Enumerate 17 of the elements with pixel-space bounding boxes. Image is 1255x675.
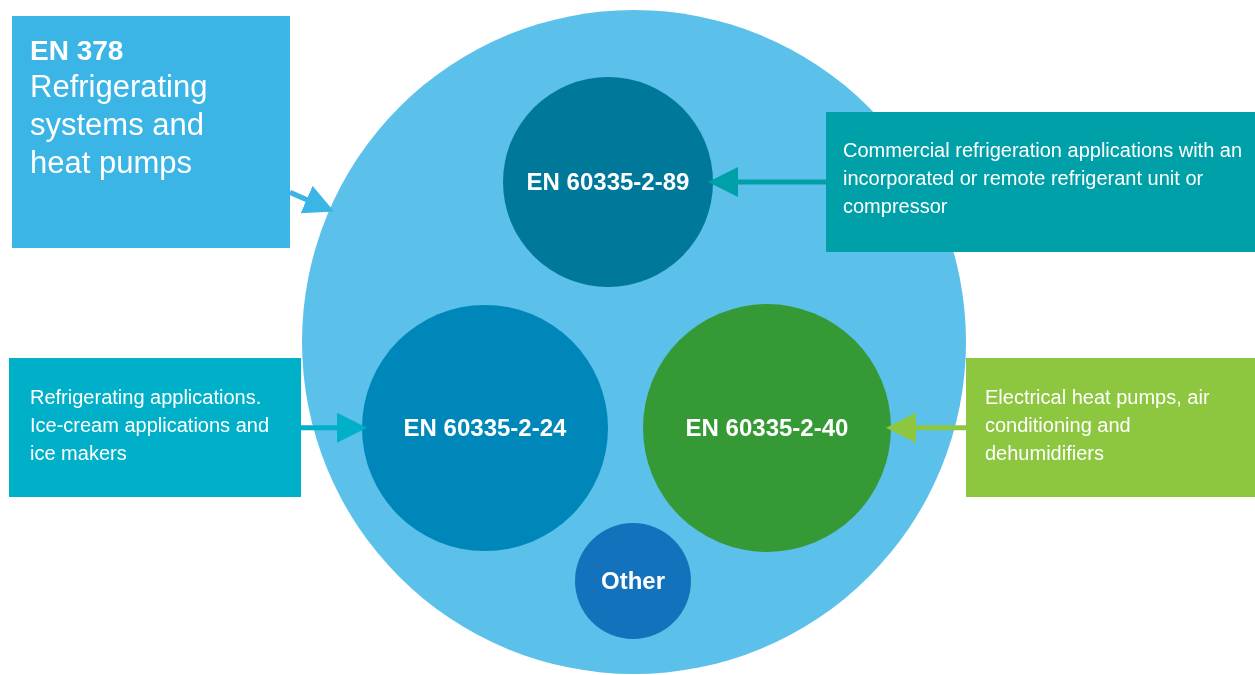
pointer-arrow	[301, 412, 367, 443]
standard-code: Other	[600, 567, 666, 595]
pointer-arrow	[708, 167, 826, 197]
callout-box	[966, 358, 1255, 497]
standard-code: EN 60335-2-40	[684, 414, 850, 442]
standard-code: EN 60335-2-24	[402, 414, 568, 442]
callout-heading: EN 378	[30, 34, 125, 68]
pointer-arrow	[886, 412, 966, 443]
callout-box	[12, 16, 290, 248]
pointer-arrow	[289, 185, 335, 214]
standard-code: EN 60335-2-89	[525, 168, 691, 196]
callout-box	[826, 112, 1255, 252]
callout-text: Refrigerating applications. Ice-cream applications and ice makers	[30, 385, 270, 466]
callout-text: Commercial refrigeration applications with an incorporated or remote refrigerant unit or compressor	[843, 138, 1244, 219]
callout-box	[9, 358, 301, 497]
callout-text: Refrigerating systems and heat pumps	[30, 68, 209, 182]
callout-text: Electrical heat pumps, air conditioning and dehumidifiers	[985, 385, 1211, 466]
